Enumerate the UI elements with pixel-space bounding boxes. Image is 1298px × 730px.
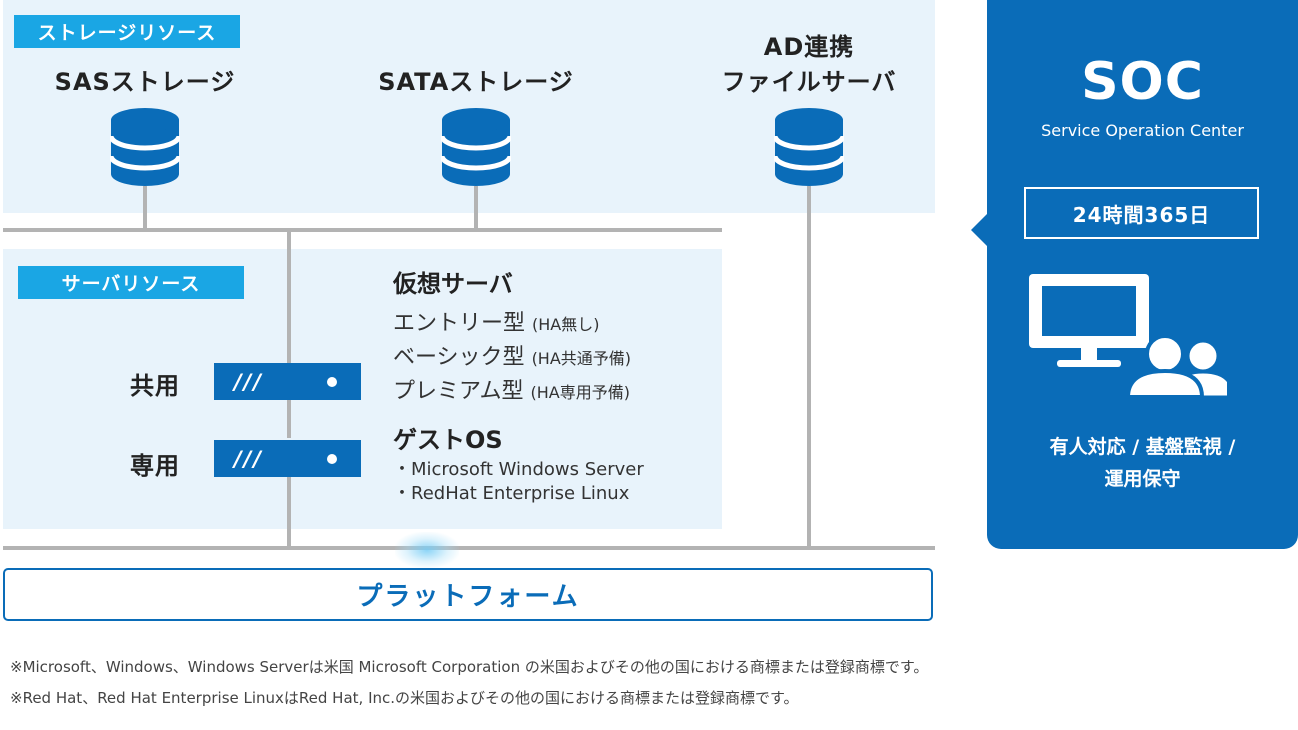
soc-title: SOC — [1081, 52, 1204, 112]
platform-bus-line — [3, 546, 935, 550]
entry-type-line: エントリー型 (HA無し) — [393, 305, 599, 337]
premium-type-name: プレミアム型 — [393, 379, 524, 404]
guest-os-title: ゲストOS — [393, 426, 503, 454]
premium-type-line: プレミアム型 (HA専用予備) — [393, 373, 630, 405]
footnote-redhat: ※Red Hat、Red Hat Enterprise LinuxはRed Ha… — [10, 689, 799, 707]
server-indicator-dot — [327, 376, 337, 387]
database-icon — [441, 108, 511, 186]
database-icon — [774, 108, 844, 186]
storage-resource-tag: ストレージリソース — [14, 15, 240, 48]
platform-box: プラットフォーム — [3, 568, 933, 621]
guest-os-redhat: ・RedHat Enterprise Linux — [393, 483, 630, 504]
database-icon — [110, 108, 180, 186]
soc-services: 有人対応 / 基盤監視 / 運用保守 — [987, 431, 1298, 495]
server-slashes: /// — [234, 446, 264, 471]
basic-type-line: ベーシック型 (HA共通予備) — [393, 339, 631, 371]
guest-os-windows: ・Microsoft Windows Server — [393, 459, 644, 480]
sas-storage-label: SASストレージ — [54, 68, 236, 96]
premium-type-note: (HA専用予備) — [530, 383, 630, 402]
soc-services-line1: 有人対応 / 基盤監視 / — [1049, 436, 1236, 458]
virtual-server-title: 仮想サーバ — [393, 270, 513, 298]
soc-panel: SOC Service Operation Center 24時間365日 有人… — [987, 0, 1298, 549]
sata-storage-label: SATAストレージ — [378, 68, 574, 96]
soc-hours-box: 24時間365日 — [1024, 187, 1259, 239]
server-connector-bottom — [287, 476, 291, 548]
ad-fileserver-label-line1: AD連携 — [763, 33, 855, 61]
server-slashes: /// — [234, 369, 264, 394]
server-resource-tag: サーバリソース — [18, 266, 244, 299]
server-connector-top — [287, 230, 291, 370]
sata-connector — [474, 186, 478, 230]
ad-fileserver-label-line2: ファイルサーバ — [721, 68, 897, 96]
basic-type-name: ベーシック型 — [393, 345, 525, 370]
ad-connector — [807, 186, 811, 548]
monitor-users-icon — [1029, 274, 1227, 398]
footnote-microsoft: ※Microsoft、Windows、Windows Serverは米国 Mic… — [10, 658, 929, 676]
soc-subtitle: Service Operation Center — [1041, 121, 1244, 140]
soc-services-line2: 運用保守 — [1104, 468, 1181, 490]
connection-glow — [395, 532, 459, 568]
storage-bus-line — [3, 228, 722, 232]
shared-server-unit: /// — [214, 363, 361, 400]
server-indicator-dot — [327, 453, 337, 464]
entry-type-note: (HA無し) — [532, 315, 600, 334]
shared-server-label: 共用 — [130, 372, 180, 400]
server-connector-mid — [287, 398, 291, 438]
entry-type-name: エントリー型 — [393, 311, 526, 336]
sas-connector — [143, 186, 147, 230]
basic-type-note: (HA共通予備) — [531, 349, 632, 368]
soc-pointer — [971, 213, 988, 247]
dedicated-server-label: 専用 — [130, 452, 180, 480]
dedicated-server-unit: /// — [214, 440, 361, 477]
